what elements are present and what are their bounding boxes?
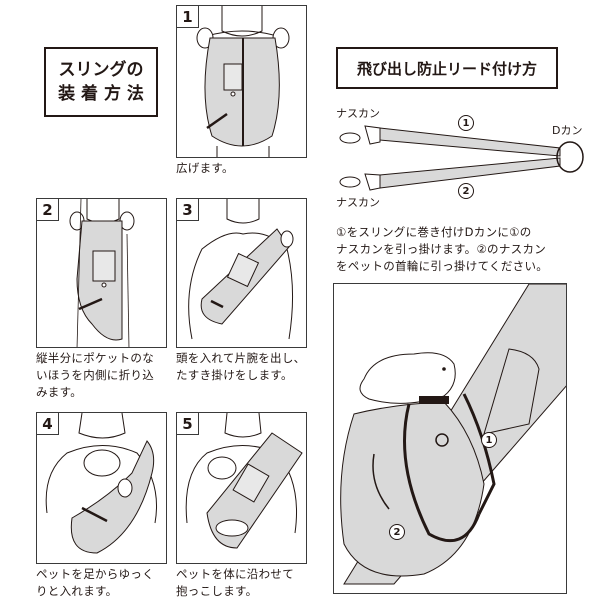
illustration-marker-2: 2 [389, 524, 405, 540]
step-4-panel: 4 [36, 412, 167, 564]
instruction-line: ナスカンを引っ掛けます。②のナスカン [336, 242, 547, 256]
step-2-illustration [69, 199, 135, 347]
caption-line: りと入れます。 [36, 584, 118, 598]
instruction-line: ①をスリングに巻き付けDカンに①の [336, 225, 532, 239]
step-3-caption: 頭を入れて片腕を出し、 たすき掛けをします。 [176, 350, 326, 384]
title-line-1: スリングの [58, 60, 144, 80]
caption-line: 縦半分にポケットのな [36, 351, 154, 365]
step-1-illustration [196, 6, 290, 157]
step-4-caption: ペットを足からゆっく りと入れます。 [36, 566, 176, 600]
step-number: 1 [177, 6, 199, 28]
step-5-illustration [185, 413, 303, 549]
step-2-caption: 縦半分にポケットのな いほうを内側に折り込 みます。 [36, 350, 176, 401]
step-3-panel: 3 [176, 198, 307, 348]
step-2-panel: 2 [36, 198, 167, 348]
pet-in-sling-illustration [340, 284, 566, 585]
snap-hook-label-bottom: ナスカン [336, 196, 380, 209]
caption-line: 頭を入れて片腕を出し、 [176, 351, 306, 365]
lead-strap-illustration [339, 125, 584, 191]
caption-line: ペットを足からゆっく [36, 567, 154, 581]
step-3-illustration [188, 199, 294, 340]
d-ring-label: Dカン [552, 124, 583, 137]
lead-usage-panel: 1 2 [333, 283, 567, 594]
lead-diagram: ナスカン ナスカン Dカン 1 2 [320, 100, 600, 210]
step-number: 2 [37, 199, 59, 221]
step-number: 4 [37, 413, 59, 435]
snap-hook-label-top: ナスカン [336, 107, 380, 120]
title-line-2: 装 着 方 法 [58, 84, 144, 104]
caption-line: ペットを体に沿わせて [176, 567, 294, 581]
illustration-marker-1: 1 [481, 432, 497, 448]
lead-marker-1: 1 [458, 115, 474, 131]
caption-line: いほうを内側に折り込 [36, 368, 154, 382]
caption-line: みます。 [36, 385, 83, 399]
step-4-illustration [45, 413, 158, 554]
instruction-line: をペットの首輪に引っ掛けてください。 [336, 259, 549, 273]
sling-usage-title: スリングの 装 着 方 法 [44, 47, 158, 117]
step-number: 5 [177, 413, 199, 435]
caption-line: たすき掛けをします。 [176, 368, 293, 382]
step-5-panel: 5 [176, 412, 307, 564]
step-1-panel: 1 [176, 5, 307, 158]
lead-marker-2: 2 [458, 183, 474, 199]
step-5-caption: ペットを体に沿わせて 抱っこします。 [176, 566, 316, 600]
caption-line: 抱っこします。 [176, 584, 258, 598]
step-1-caption: 広げます。 [176, 161, 234, 175]
step-number: 3 [177, 199, 199, 221]
lead-attachment-title: 飛び出し防止リード付け方 [336, 47, 558, 89]
lead-instructions: ①をスリングに巻き付けDカンに①の ナスカンを引っ掛けます。②のナスカン をペッ… [336, 224, 596, 275]
